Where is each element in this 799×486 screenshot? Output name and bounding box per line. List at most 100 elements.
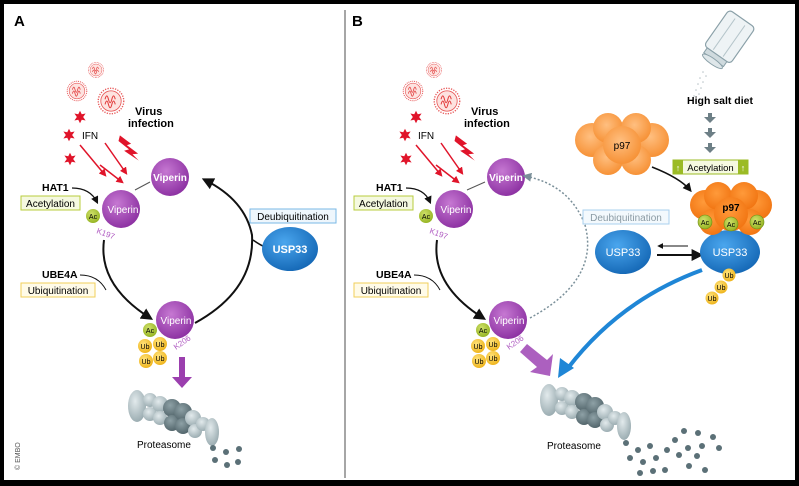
ub-label: Ub xyxy=(156,342,165,349)
peptide-fragments xyxy=(623,428,722,476)
deubiquitination-box xyxy=(582,209,670,225)
panel-b-label: B xyxy=(352,13,363,30)
ub-badge xyxy=(714,280,728,294)
p97-acetylation-arrow xyxy=(651,166,692,193)
usp33-node xyxy=(262,227,318,271)
ifn-icon xyxy=(63,128,75,142)
up-arrow-icon xyxy=(738,160,748,174)
ub-badge xyxy=(139,354,153,368)
ube4a-connector xyxy=(79,274,107,291)
virus-icon xyxy=(88,62,104,78)
cascade-arrows xyxy=(704,113,716,153)
virus-icon xyxy=(402,80,424,102)
ac-badge xyxy=(86,209,100,223)
connector-line xyxy=(134,181,151,191)
k197-label: K197 xyxy=(428,226,449,241)
ifn-label: IFN xyxy=(82,131,98,142)
acetylation-label: Acetylation xyxy=(359,199,408,210)
p97-label: p97 xyxy=(722,203,740,214)
viperin-bottom-node xyxy=(156,301,194,339)
ac-label: Ac xyxy=(422,214,431,221)
virus-icon xyxy=(433,87,461,115)
ubiquitination-arrow xyxy=(102,239,154,320)
virus-infection-label: Virus xyxy=(471,106,498,118)
ac-label: Ac xyxy=(701,220,710,227)
viperin-mid-node xyxy=(102,190,140,228)
virus-icon xyxy=(66,80,88,102)
proteasome-label: Proteasome xyxy=(137,440,191,451)
p97-label: p97 xyxy=(614,141,631,152)
salt-shaker-icon xyxy=(701,10,755,70)
ube4a-connector xyxy=(413,274,441,291)
usp33-label: USP33 xyxy=(273,244,308,256)
panel-a-label: A xyxy=(14,13,25,30)
viperin-label: Viperin xyxy=(153,173,187,184)
panel-b: B Virus infection IFN Viperin HAT1 Acety… xyxy=(352,10,772,476)
virus-infection-label: Virus xyxy=(135,106,162,118)
k197-label: K197 xyxy=(95,226,116,241)
viperin-label: Viperin xyxy=(161,316,192,327)
ac-badge xyxy=(476,323,490,337)
deubiquitination-arrow xyxy=(194,178,254,324)
ubiquitination-label: Ubiquitination xyxy=(361,286,422,297)
ac-badge xyxy=(697,214,713,230)
ifn-arrow xyxy=(104,142,128,175)
ac-badge xyxy=(749,214,765,230)
ub-label: Ub xyxy=(142,359,151,366)
hat1-label: HAT1 xyxy=(376,182,403,194)
viperin-label: Viperin xyxy=(494,316,525,327)
reduced-deubiquitination-arrow xyxy=(522,172,589,319)
usp33-bound-node xyxy=(700,230,760,274)
up-arrow-icon: ↑ xyxy=(676,163,681,173)
ac-badge xyxy=(143,323,157,337)
panel-a: A Virus infection IFN Viperin HAT1 Acety… xyxy=(14,13,337,470)
viperin-bottom-node xyxy=(489,301,527,339)
copyright-credit: © EMBO xyxy=(14,442,22,470)
ubiquitination-box xyxy=(20,282,96,298)
ub-badge xyxy=(722,268,736,282)
ube4a-label: UBE4A xyxy=(42,269,78,281)
proteasome-icon xyxy=(128,390,219,446)
acetylation-box xyxy=(353,195,414,211)
ifn-icon xyxy=(74,110,86,124)
connector-line xyxy=(466,181,486,191)
hat1-arrow xyxy=(71,187,99,205)
ub-badge xyxy=(486,337,500,351)
ac-label: Ac xyxy=(146,328,155,335)
ub-badge xyxy=(486,351,500,365)
ub-label: Ub xyxy=(708,296,717,303)
deubiquitination-label: Deubiquitination xyxy=(590,213,662,224)
ac-badge xyxy=(419,209,433,223)
ub-label: Ub xyxy=(717,285,726,292)
ub-label: Ub xyxy=(156,356,165,363)
proteasome-icon xyxy=(540,384,631,440)
viperin-label: Viperin xyxy=(441,205,472,216)
ac-label: Ac xyxy=(479,328,488,335)
signal-bolt-icon xyxy=(118,135,139,161)
usp33-label: USP33 xyxy=(606,247,641,259)
ub-label: Ub xyxy=(475,359,484,366)
ac-label: Ac xyxy=(753,220,762,227)
virus-icon xyxy=(97,87,125,115)
high-salt-diet-label: High salt diet xyxy=(687,95,753,107)
ifn-arrow xyxy=(99,164,124,184)
ifn-arrow xyxy=(79,144,107,177)
usp33-degradation-arrow xyxy=(566,268,703,370)
virus-infection-label: infection xyxy=(128,118,174,130)
ac-label: Ac xyxy=(89,214,98,221)
acetylation-increase-label: Acetylation xyxy=(687,163,733,174)
figure-frame: A Virus infection IFN Viperin HAT1 Acety… xyxy=(4,4,795,480)
usp33-label: USP33 xyxy=(713,247,748,259)
ifn-icon xyxy=(64,152,76,166)
ub-badge xyxy=(705,291,719,305)
hat1-label: HAT1 xyxy=(42,182,69,194)
deubiquitination-box xyxy=(249,208,337,224)
ifn-icon xyxy=(400,152,412,166)
acetylation-box xyxy=(20,195,81,211)
degradation-arrow xyxy=(179,357,185,377)
ub-label: Ub xyxy=(725,273,734,280)
ub-badge xyxy=(138,339,152,353)
salt-grains xyxy=(693,71,707,97)
ub-badge xyxy=(153,351,167,365)
degradation-arrowhead xyxy=(172,377,192,388)
